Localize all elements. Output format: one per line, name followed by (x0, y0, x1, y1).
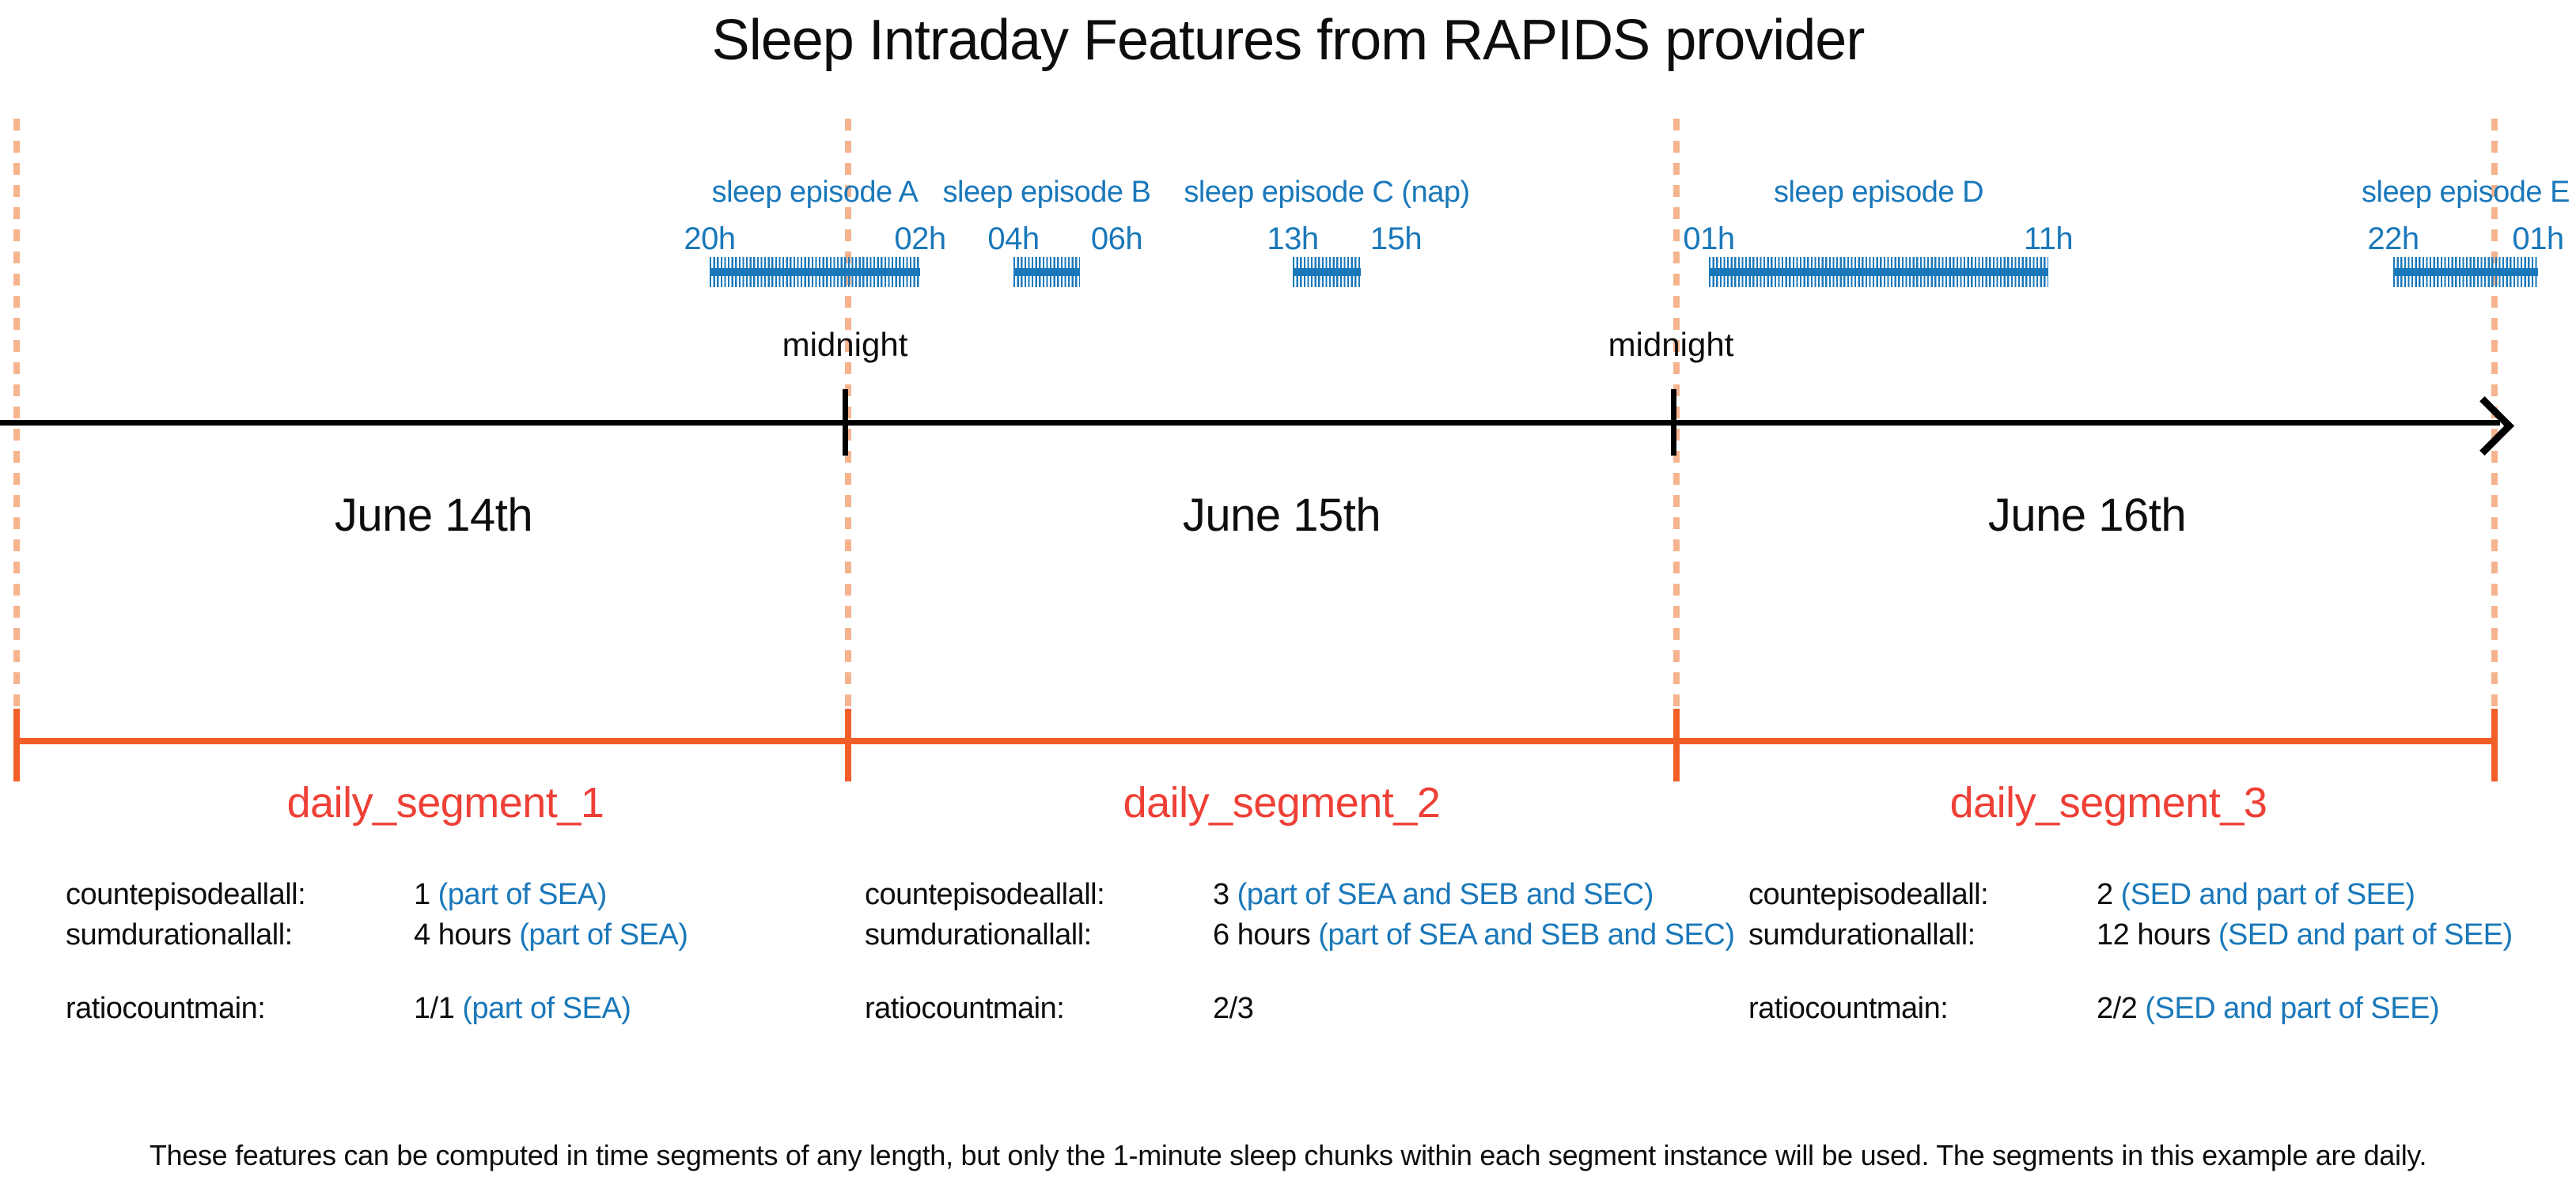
segment-1-features: countepisodeallall: 1(part of SEA) sumdu… (66, 878, 904, 1032)
sleep-episode-d-bar (1709, 257, 2048, 287)
feature-note: (part of SEA and SEB and SEC) (1318, 918, 1735, 952)
sleep-episode-d-times: 01h 11h (1683, 221, 2073, 257)
footer-caption: These features can be computed in time s… (149, 1139, 2427, 1171)
segment-boundary-dashed-line-end (2491, 119, 2498, 717)
sleep-episode-e-times: 22h 01h (2367, 221, 2564, 257)
feature-row: ratiocountmain: 2/2(SED and part of SEE) (1748, 992, 2576, 1032)
sleep-episode-a-start-time: 20h (684, 221, 736, 256)
segment-boundary-dashed-line-midnight-1 (845, 119, 851, 717)
feature-value: 2/2 (2097, 992, 2138, 1025)
date-label-june-14: June 14th (334, 490, 533, 541)
feature-label: sumdurationallall: (1748, 918, 1976, 952)
feature-label: countepisodeallall: (865, 878, 1105, 911)
sleep-episode-b-times: 04h 06h (987, 221, 1142, 257)
feature-row: ratiocountmain: 1/1(part of SEA) (66, 992, 904, 1032)
feature-value: 6 hours (1213, 918, 1311, 952)
sleep-episode-e-start-time: 22h (2367, 221, 2419, 256)
daily-segment-3-name: daily_segment_3 (1949, 779, 2267, 827)
feature-row: countepisodeallall: 2(SED and part of SE… (1748, 878, 2576, 918)
sleep-episode-d-end-time: 11h (2023, 221, 2074, 256)
feature-note: (SED and part of SEE) (2145, 992, 2440, 1025)
timeline-axis (0, 420, 2500, 426)
sleep-episode-b-bar (1013, 257, 1080, 287)
sleep-episode-e: sleep episode E 22h 01h (2362, 176, 2570, 287)
segment-boundary-dashed-line-start (13, 119, 20, 717)
sleep-episode-d: sleep episode D 01h 11h (1683, 176, 2074, 287)
feature-value: 2 (2097, 878, 2113, 911)
sleep-episode-c: sleep episode C (nap) 13h 15h (1184, 176, 1470, 287)
feature-value: 1/1 (414, 992, 455, 1025)
sleep-episode-c-bar (1293, 257, 1361, 287)
sleep-episode-d-start-time: 01h (1683, 221, 1735, 256)
diagram-title: Sleep Intraday Features from RAPIDS prov… (711, 9, 1866, 72)
timeline-arrowhead-icon (2455, 396, 2514, 456)
daily-segment-2-name: daily_segment_2 (1123, 779, 1441, 827)
date-label-june-15: June 15th (1182, 490, 1381, 541)
timeline-midnight-tick-1 (843, 389, 848, 456)
feature-row: ratiocountmain: 2/3 (865, 992, 1703, 1032)
sleep-episode-e-bar (2393, 257, 2538, 287)
sleep-episode-a-label: sleep episode A (711, 176, 919, 209)
sleep-episode-c-start-time: 13h (1267, 221, 1319, 256)
segment-bracket-tick-1 (13, 709, 20, 781)
date-label-june-16: June 16th (1987, 490, 2187, 541)
feature-note: (part of SEA) (438, 878, 608, 911)
feature-value: 4 hours (414, 918, 512, 952)
feature-row: sumdurationallall: 12 hours(SED and part… (1748, 918, 2576, 959)
sleep-episode-a-times: 20h 02h (684, 221, 946, 257)
feature-value: 12 hours (2097, 918, 2210, 952)
sleep-episode-c-end-time: 15h (1369, 221, 1422, 256)
feature-value: 2/3 (1213, 992, 1254, 1025)
sleep-episode-b-label: sleep episode B (942, 176, 1151, 209)
segment-bracket-tick-3 (1673, 709, 1680, 781)
midnight-label-2: midnight (1608, 326, 1734, 363)
daily-segment-1-name: daily_segment_1 (286, 779, 604, 827)
feature-row: sumdurationallall: 4 hours(part of SEA) (66, 918, 904, 959)
midnight-label-1: midnight (782, 326, 908, 363)
feature-note: (part of SEA and SEB and SEC) (1237, 878, 1654, 911)
feature-value: 3 (1213, 878, 1229, 911)
feature-row: countepisodeallall: 1(part of SEA) (66, 878, 904, 918)
sleep-episode-b: sleep episode B 04h 06h (943, 176, 1151, 287)
sleep-episode-a-bar (710, 257, 920, 287)
feature-label: countepisodeallall: (66, 878, 306, 911)
sleep-episode-c-label: sleep episode C (nap) (1184, 176, 1470, 209)
sleep-episode-e-end-time: 01h (2512, 221, 2564, 256)
sleep-episode-a: sleep episode A 20h 02h (684, 176, 946, 287)
segment-bracket-line (13, 738, 2498, 744)
segment-3-features: countepisodeallall: 2(SED and part of SE… (1748, 878, 2576, 1032)
feature-label: countepisodeallall: (1748, 878, 1989, 911)
sleep-episode-c-times: 13h 15h (1267, 221, 1422, 257)
feature-note: (part of SEA) (462, 992, 631, 1025)
feature-label: ratiocountmain: (66, 992, 266, 1025)
sleep-episode-d-label: sleep episode D (1773, 176, 1984, 209)
sleep-episode-e-label: sleep episode E (2362, 176, 2570, 209)
feature-value: 1 (414, 878, 430, 911)
segment-boundary-dashed-line-midnight-2 (1673, 119, 1680, 717)
sleep-episode-b-end-time: 06h (1090, 221, 1143, 256)
segment-bracket-tick-4 (2491, 709, 2498, 781)
feature-label: ratiocountmain: (865, 992, 1065, 1025)
segment-bracket-tick-2 (845, 709, 851, 781)
feature-note: (SED and part of SEE) (2120, 878, 2415, 911)
segment-2-features: countepisodeallall: 3(part of SEA and SE… (865, 878, 1735, 1032)
timeline-midnight-tick-2 (1671, 389, 1676, 456)
feature-row: sumdurationallall: 6 hours(part of SEA a… (865, 918, 1735, 959)
sleep-episode-a-end-time: 02h (894, 221, 946, 256)
feature-label: sumdurationallall: (66, 918, 293, 952)
sleep-episode-b-start-time: 04h (987, 221, 1040, 256)
feature-label: sumdurationallall: (865, 918, 1092, 952)
feature-label: ratiocountmain: (1748, 992, 1949, 1025)
feature-note: (part of SEA) (519, 918, 688, 952)
feature-note: (SED and part of SEE) (2218, 918, 2513, 952)
feature-row: countepisodeallall: 3(part of SEA and SE… (865, 878, 1703, 918)
